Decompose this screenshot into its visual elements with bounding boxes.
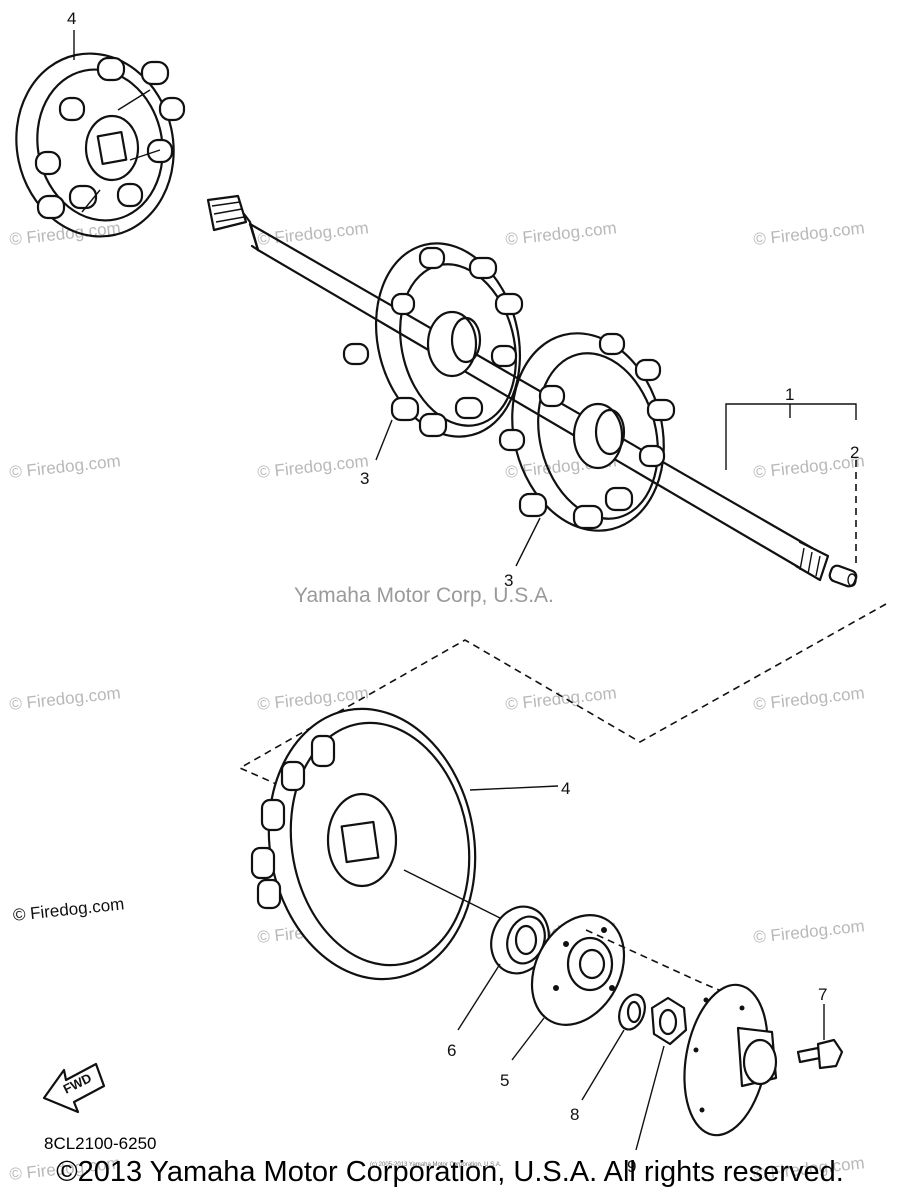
leader-line [635, 1045, 665, 1151]
hub-assembly [683, 983, 778, 1137]
diagram-code: 8CL2100-6250 [44, 1134, 157, 1153]
leader-line [375, 419, 393, 461]
drive-sprocket-a [342, 242, 524, 438]
fwd-arrow-icon: FWD [42, 1062, 106, 1114]
axle-shaft [206, 194, 830, 582]
callout-6: 6 [447, 1041, 456, 1060]
washer [618, 993, 646, 1031]
leader-line [581, 1029, 625, 1101]
callout-1: 1 [785, 385, 794, 404]
leader-line [515, 517, 541, 567]
watermark: © Firedog.com [752, 916, 865, 947]
callout-2: 2 [850, 443, 859, 462]
watermark: © Firedog.com [256, 218, 369, 249]
leader-line [457, 963, 501, 1031]
watermark: © Firedog.com [504, 683, 617, 714]
callout-7: 7 [818, 985, 827, 1004]
callout-4-top: 4 [67, 9, 76, 28]
leader-line [469, 785, 559, 791]
watermark: © Firedog.com [8, 218, 121, 249]
tiny-copyright: (c) 2005-2013 Yamaha Motor Corporation, … [370, 1162, 502, 1168]
callout-8: 8 [570, 1105, 579, 1124]
assembly-link-line [238, 603, 887, 791]
watermark: © Firedog.com [504, 218, 617, 249]
idler-wheel-bottom [250, 707, 477, 981]
drive-sprocket-b [498, 332, 676, 532]
hex-bolt [796, 1038, 844, 1070]
sprocket-top-left [15, 52, 186, 238]
callout-9: 9 [627, 1157, 636, 1176]
callout-3-a: 3 [360, 469, 369, 488]
copyright-notice: ©2013 Yamaha Motor Corporation, U.S.A. A… [56, 1156, 844, 1188]
watermark: © Firedog.com [256, 451, 369, 482]
leader-line [511, 1017, 545, 1061]
lock-nut [650, 996, 688, 1046]
bearing-plate [530, 914, 626, 1026]
watermark: © Firedog.com [8, 683, 121, 714]
watermark: © Firedog.com [752, 683, 865, 714]
callout-4-bottom: 4 [561, 779, 570, 798]
callout-bracket [725, 403, 857, 470]
callout-3-b: 3 [504, 571, 513, 590]
shaft-plug [828, 564, 858, 588]
watermark: © Firedog.com [752, 451, 865, 482]
watermark: © Firedog.com [752, 218, 865, 249]
callout-5: 5 [500, 1071, 509, 1090]
credit-center: Yamaha Motor Corp, U.S.A. [294, 584, 554, 607]
watermark: © Firedog.com [8, 451, 121, 482]
leader-line [403, 869, 501, 919]
